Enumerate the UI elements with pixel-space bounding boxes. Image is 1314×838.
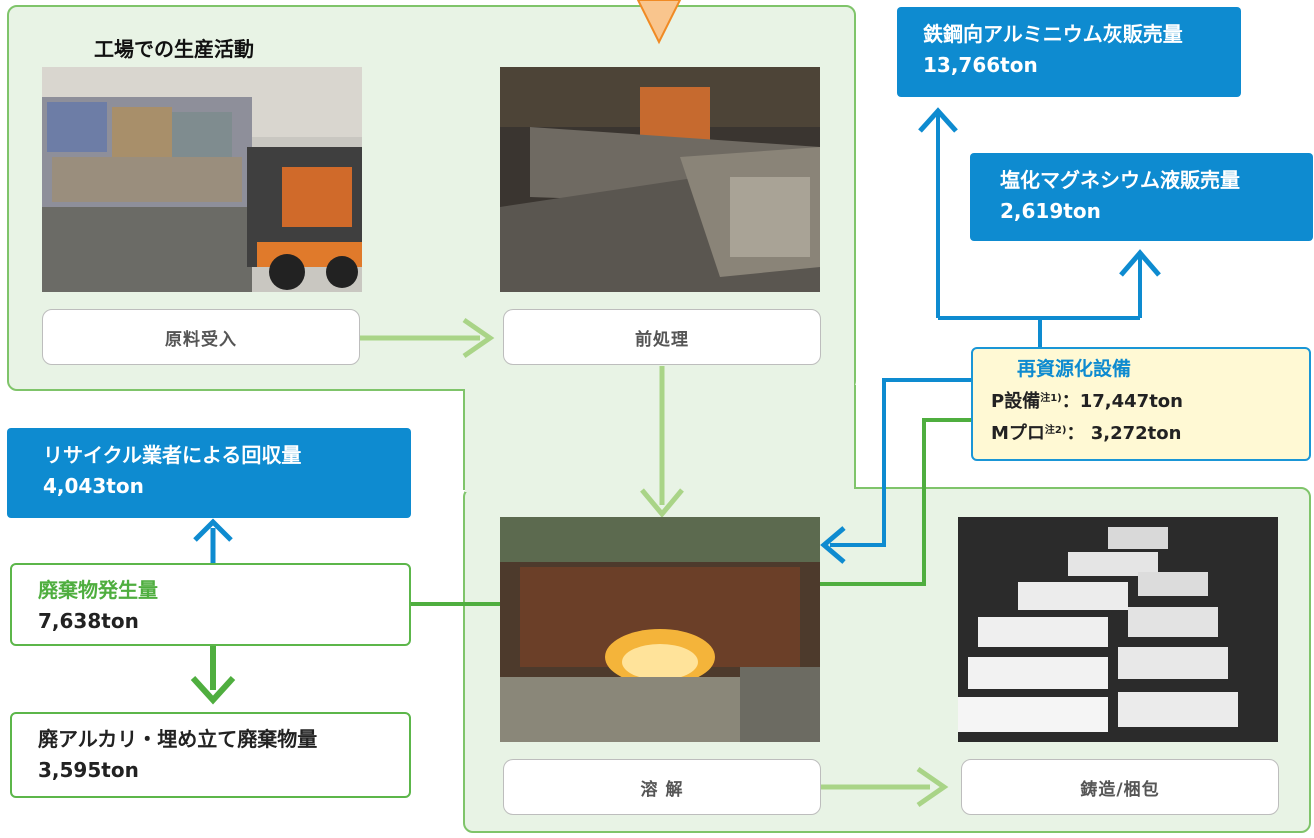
arrow-down-icon-2 bbox=[190, 675, 236, 705]
m-note: 注2) bbox=[1044, 425, 1067, 436]
section-title: 工場での生産活動 bbox=[94, 37, 254, 61]
region-join bbox=[465, 380, 854, 492]
mgcl-label: 塩化マグネシウム液販売量 bbox=[1000, 168, 1240, 192]
mgcl-value: 2,619ton bbox=[1000, 199, 1101, 223]
step-casting: 鋳造/梱包 bbox=[961, 759, 1279, 815]
recycling-p-line: P設備注1)：17,447ton bbox=[991, 384, 1309, 416]
step-pretreatment: 前処理 bbox=[503, 309, 821, 365]
waste-label: 廃棄物発生量 bbox=[38, 578, 158, 602]
waste-box: 廃棄物発生量 7,638ton bbox=[10, 563, 411, 646]
arrow-up-icon-2 bbox=[918, 107, 958, 133]
landfill-box: 廃アルカリ・埋め立て廃棄物量 3,595ton bbox=[10, 712, 411, 798]
landfill-value: 3,595ton bbox=[38, 758, 139, 782]
output-aluminum-ash: 鉄鋼向アルミニウム灰販売量 13,766ton bbox=[897, 7, 1241, 97]
step-melting: 溶 解 bbox=[503, 759, 821, 815]
recycling-title: 再資源化設備 bbox=[1017, 358, 1132, 380]
m-label: Mプロ bbox=[991, 423, 1045, 444]
recycler-label: リサイクル業者による回収量 bbox=[43, 443, 302, 467]
output-mgcl: 塩化マグネシウム液販売量 2,619ton bbox=[970, 153, 1313, 241]
recycler-value: 4,043ton bbox=[43, 474, 144, 498]
step-receiving: 原料受入 bbox=[42, 309, 360, 365]
p-label: P設備 bbox=[991, 391, 1041, 412]
aluminum-ash-value: 13,766ton bbox=[923, 53, 1038, 77]
furnace-photo bbox=[500, 517, 820, 742]
p-value: ：17,447ton bbox=[1061, 391, 1183, 412]
arrow-up-icon-3 bbox=[1119, 249, 1161, 277]
forklift-bale-photo bbox=[42, 67, 362, 292]
landfill-label: 廃アルカリ・埋め立て廃棄物量 bbox=[38, 727, 318, 751]
recycling-m-line: Mプロ注2)： 3,272ton bbox=[991, 416, 1309, 448]
p-note: 注1) bbox=[1040, 393, 1062, 404]
m-value: ： 3,272ton bbox=[1066, 423, 1182, 444]
waste-value: 7,638ton bbox=[38, 609, 139, 633]
conveyor-scrap-photo bbox=[500, 67, 820, 292]
arrow-up-icon bbox=[193, 518, 233, 542]
region-join-2 bbox=[854, 489, 884, 499]
ingot-stack-photo bbox=[958, 517, 1278, 742]
output-recycler: リサイクル業者による回収量 4,043ton bbox=[7, 428, 411, 518]
aluminum-ash-label: 鉄鋼向アルミニウム灰販売量 bbox=[923, 22, 1183, 46]
recycling-facility-box: 再資源化設備 P設備注1)：17,447ton Mプロ注2)： 3,272ton bbox=[971, 347, 1311, 461]
